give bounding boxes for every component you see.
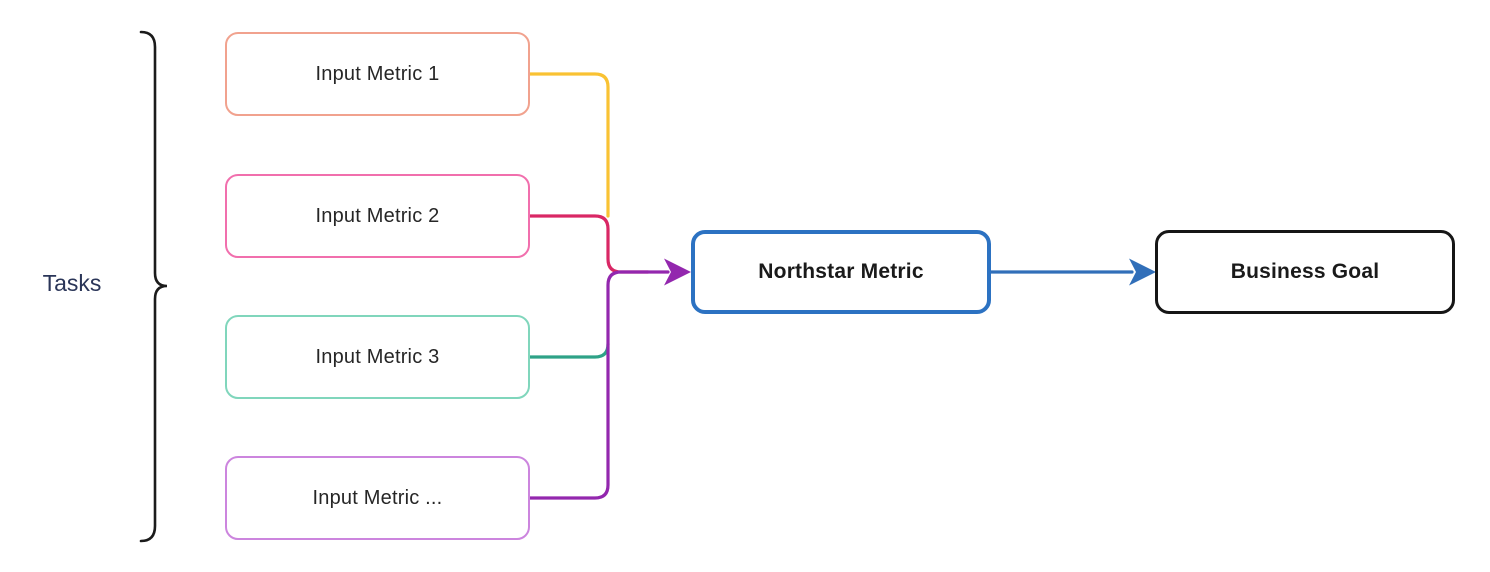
- edge-input-metric-3: [528, 342, 610, 359]
- node-business-goal-label: Business Goal: [1230, 260, 1380, 283]
- arrowhead-business-icon: [1129, 258, 1156, 286]
- node-northstar-metric-label: Northstar Metric: [758, 260, 924, 283]
- edge-input-metric-etc: [528, 270, 670, 500]
- node-business-goal: Business Goal: [1155, 230, 1455, 314]
- tasks-group-label: Tasks: [42, 270, 102, 296]
- node-input-metric-etc: Input Metric ...: [225, 456, 530, 540]
- node-northstar-metric: Northstar Metric: [691, 230, 991, 314]
- node-input-metric-1-label: Input Metric 1: [315, 62, 440, 85]
- node-input-metric-3-label: Input Metric 3: [315, 345, 440, 368]
- node-input-metric-3: Input Metric 3: [225, 315, 530, 399]
- node-input-metric-2: Input Metric 2: [225, 174, 530, 258]
- arrowhead-merge-icon: [664, 258, 691, 286]
- tasks-brace: [139, 30, 168, 543]
- node-input-metric-2-label: Input Metric 2: [315, 204, 440, 227]
- node-input-metric-etc-label: Input Metric ...: [312, 486, 443, 509]
- node-input-metric-1: Input Metric 1: [225, 32, 530, 116]
- edge-input-metric-2: [528, 214, 650, 274]
- edge-input-metric-1: [528, 72, 610, 218]
